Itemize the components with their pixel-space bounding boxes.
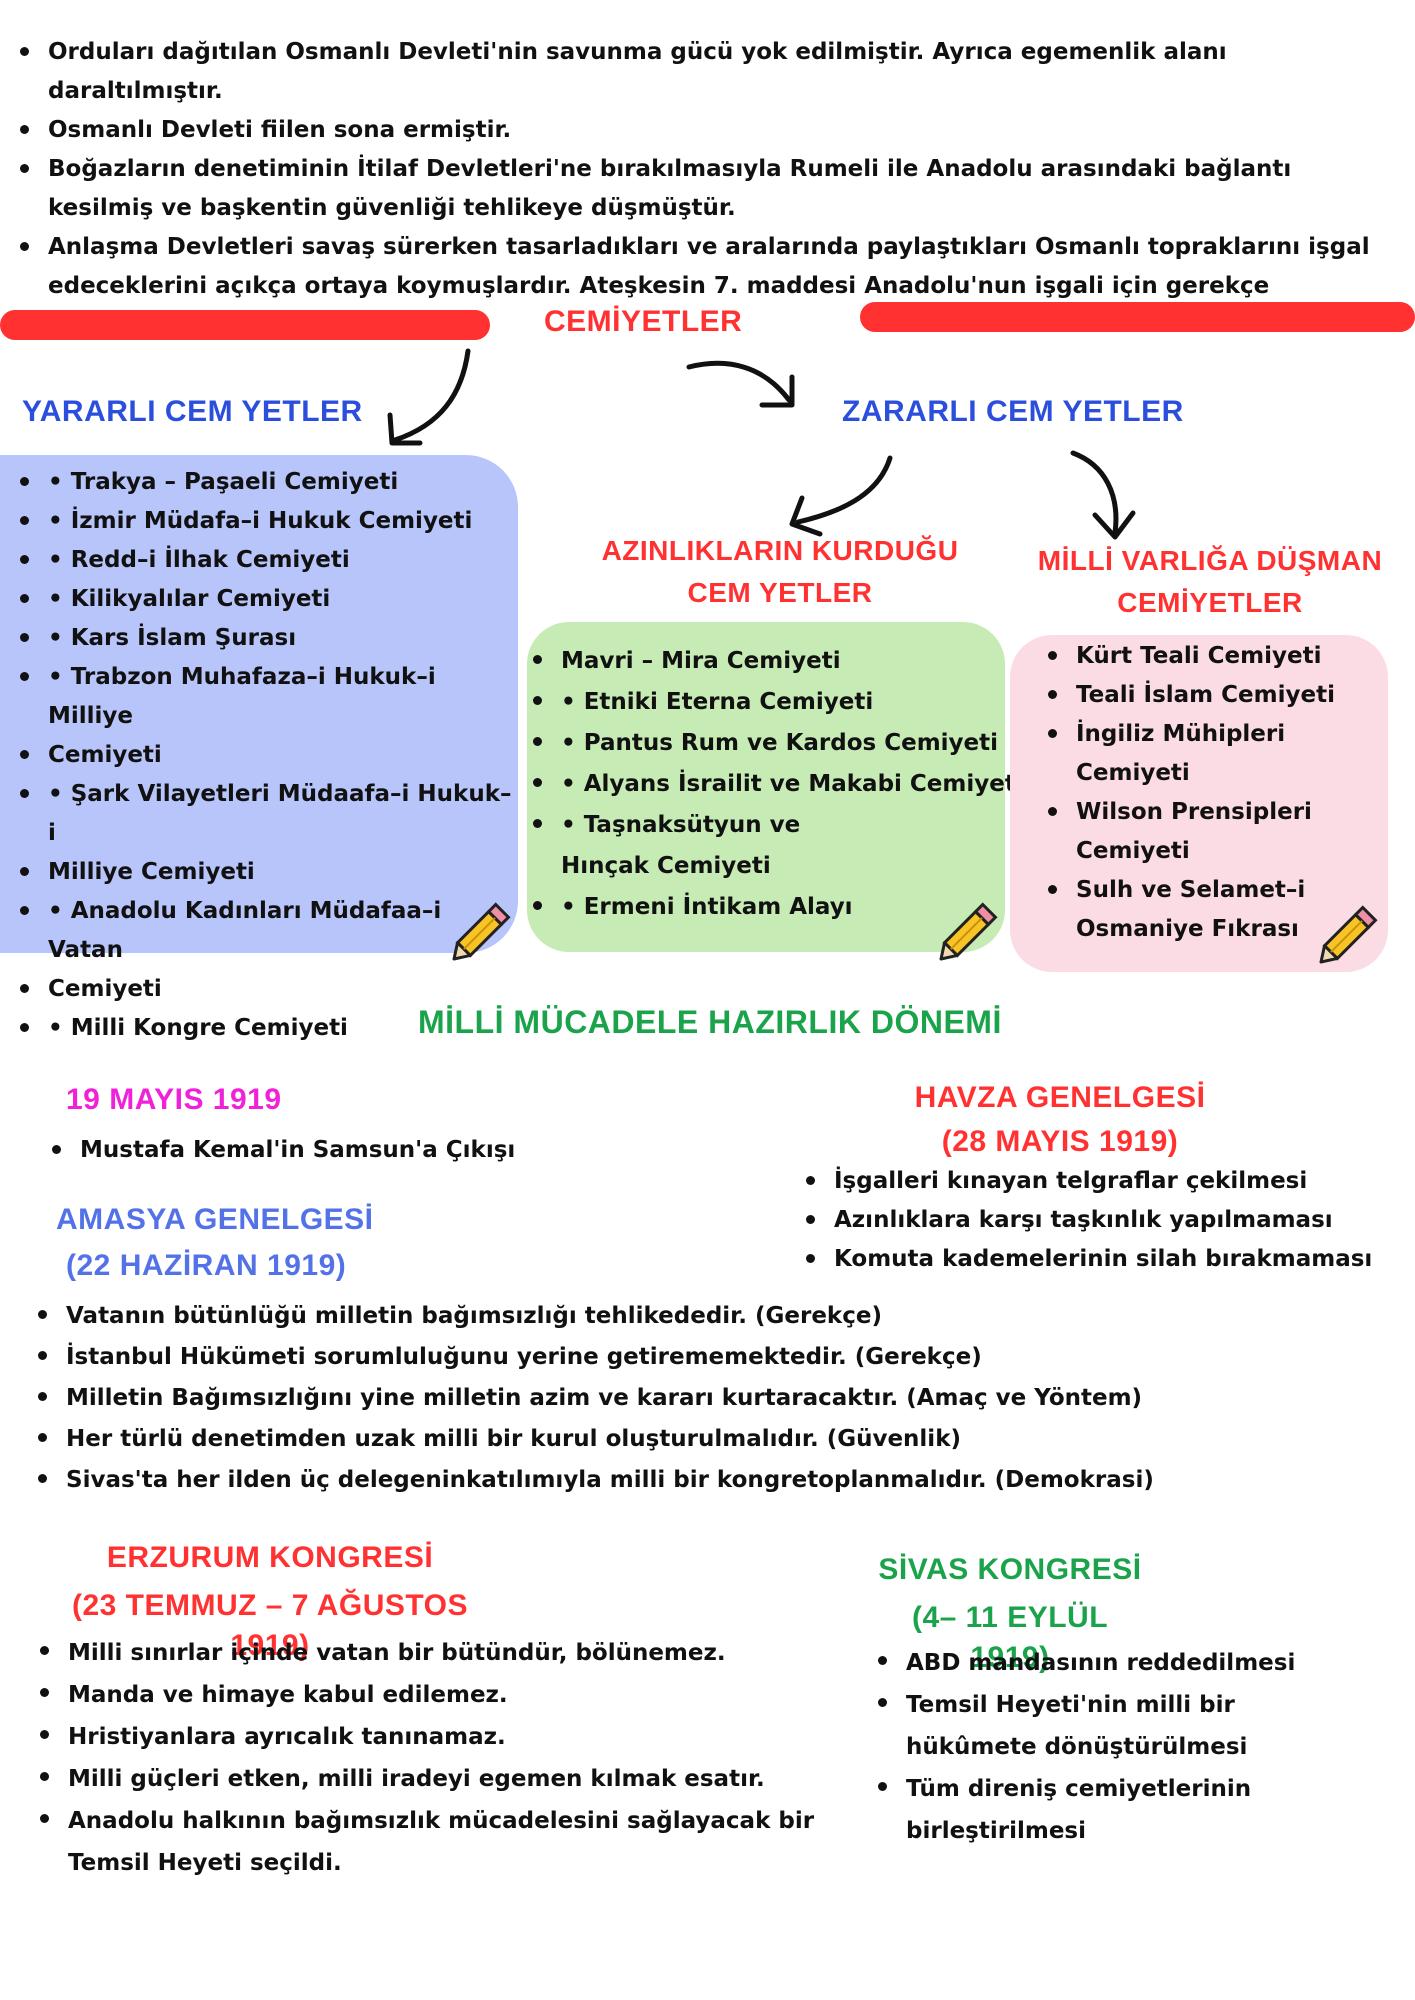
- list-item: • Kilikyalılar Cemiyeti: [14, 580, 514, 619]
- amasya-list: Vatanın bütünlüğü milletin bağımsızlığı …: [32, 1296, 1402, 1501]
- zararli-title: ZARARLI CEM YETLER: [842, 395, 1184, 428]
- list-item: Vatanın bütünlüğü milletin bağımsızlığı …: [32, 1296, 1402, 1337]
- azinlik-box: [527, 622, 1005, 952]
- list-item: Komuta kademelerinin silah bırakmaması: [800, 1240, 1410, 1279]
- list-item: • Redd–i İlhak Cemiyeti: [14, 541, 514, 580]
- list-item: Hristiyanlara ayrıcalık tanınamaz.: [34, 1716, 864, 1758]
- list-item: Azınlıklara karşı taşkınlık yapılmaması: [800, 1201, 1410, 1240]
- list-item: • Milli Kongre Cemiyeti: [14, 1009, 514, 1048]
- azinlik-title: AZINLIKLARIN KURDUĞU CEM YETLER: [601, 535, 959, 608]
- list-item: • Kars İslam Şurası: [14, 619, 514, 658]
- list-item: İngiliz Mühipleri Cemiyeti: [1042, 715, 1286, 793]
- list-item: • Alyans İsrailit ve Makabi Cemiyeti: [527, 764, 1027, 805]
- milli-dusman-list: Kürt Teali Cemiyeti Teali İslam Cemiyeti…: [1042, 637, 1342, 949]
- list-item: • Etniki Eterna Cemiyeti: [527, 682, 1027, 723]
- milli-dusman-title: MİLLİ VARLIĞA DÜŞMAN CEMİYETLER: [1037, 545, 1383, 618]
- pencil-icon: [939, 902, 998, 961]
- azinlik-list: Mavri – Mira Cemiyeti • Etniki Eterna Ce…: [527, 641, 1027, 928]
- list-item: Milli sınırlar içinde vatan bir bütündür…: [34, 1632, 864, 1674]
- list-item: Tüm direniş cemiyetlerinin birleştirilme…: [872, 1768, 1312, 1852]
- arrow-to-zararli-icon: [686, 360, 795, 408]
- list-item: Manda ve himaye kabul edilemez.: [34, 1674, 864, 1716]
- list-item: • Şark Vilayetleri Müdaafa–i Hukuk–i: [14, 775, 514, 853]
- list-item: Temsil Heyeti'nin milli bir hükûmete dön…: [872, 1684, 1312, 1768]
- list-item: • Taşnaksütyun ve Hınçak Cemiyeti: [527, 805, 891, 887]
- list-item: Wilson Prensipleri Cemiyeti: [1042, 793, 1316, 871]
- right-red-bar: [860, 302, 1415, 332]
- arrow-to-milli-dusman-icon: [1070, 450, 1136, 540]
- list-item: • Ermeni İntikam Alayı: [527, 887, 1027, 928]
- yararli-box: [0, 455, 518, 953]
- list-item: • Anadolu Kadınları Müdafaa–i Vatan: [14, 892, 514, 970]
- left-red-bar: [0, 310, 490, 340]
- list-item: Anlaşma Devletleri savaş sürerken tasarl…: [14, 228, 1404, 345]
- sivas-list: ABD mandasının reddedilmesi Temsil Heyet…: [872, 1642, 1312, 1852]
- erzurum-list: Milli sınırlar içinde vatan bir bütündür…: [34, 1632, 864, 1884]
- pencil-icon: [1319, 905, 1378, 964]
- list-item: Cemiyeti: [14, 736, 514, 775]
- yararli-title: YARARLI CEM YETLER: [22, 395, 363, 428]
- intro-list: Orduları dağıtılan Osmanlı Devleti'nin s…: [14, 33, 1404, 345]
- list-item: ABD mandasının reddedilmesi: [872, 1642, 1312, 1684]
- list-item: Milletin Bağımsızlığını yine milletin az…: [32, 1378, 1402, 1419]
- list-item: Osmanlı Devleti fiilen sona ermiştir.: [14, 111, 1404, 150]
- list-item: • Trakya – Paşaeli Cemiyeti: [14, 463, 514, 502]
- arrow-to-yararli-icon: [387, 348, 471, 446]
- samsun-list: Mustafa Kemal'in Samsun'a Çıkışı: [46, 1131, 746, 1170]
- list-item: Milli güçleri etken, milli iradeyi egeme…: [34, 1758, 864, 1800]
- arrow-to-azinlik-icon: [789, 455, 893, 537]
- pencil-icon: [452, 902, 511, 961]
- list-item: Her türlü denetimden uzak milli bir kuru…: [32, 1419, 1402, 1460]
- list-item: Mustafa Kemal'in Samsun'a Çıkışı: [46, 1131, 746, 1170]
- list-item: İşgalleri kınayan telgraflar çekilmesi: [800, 1162, 1410, 1201]
- list-item: Anadolu halkının bağımsızlık mücadelesin…: [34, 1800, 864, 1884]
- list-item: Teali İslam Cemiyeti: [1042, 676, 1342, 715]
- list-item: • Pantus Rum ve Kardos Cemiyeti: [527, 723, 1027, 764]
- list-item: Cemiyeti: [14, 970, 514, 1009]
- list-item: Sulh ve Selamet–i Osmaniye Fıkrası: [1042, 871, 1316, 949]
- list-item: İstanbul Hükümeti sorumluluğunu yerine g…: [32, 1337, 1402, 1378]
- list-item: Milliye Cemiyeti: [14, 853, 514, 892]
- amasya-title: AMASYA GENELGESİ (22 HAZİRAN 1919): [56, 1203, 374, 1282]
- erzurum-title: ERZURUM KONGRESİ (23 TEMMUZ – 7 AĞUSTOS …: [71, 1541, 469, 1662]
- list-item: • İzmir Müdafa–i Hukuk Cemiyeti: [14, 502, 514, 541]
- havza-title: HAVZA GENELGESİ (28 MAYIS 1919): [914, 1081, 1206, 1158]
- yararli-list: • Trakya – Paşaeli Cemiyeti • İzmir Müda…: [14, 463, 514, 1048]
- list-item: Kürt Teali Cemiyeti: [1042, 637, 1342, 676]
- samsun-date: 19 MAYIS 1919: [66, 1083, 282, 1116]
- list-item: • Trabzon Muhafaza–i Hukuk–i Milliye: [14, 658, 514, 736]
- sivas-title: SİVAS KONGRESİ (4– 11 EYLÜL 1919): [878, 1553, 1142, 1674]
- list-item: Mavri – Mira Cemiyeti: [527, 641, 1027, 682]
- hazirlik-title: MİLLİ MÜCADELE HAZIRLIK DÖNEMİ: [418, 1004, 1002, 1040]
- havza-list: İşgalleri kınayan telgraflar çekilmesi A…: [800, 1162, 1410, 1279]
- list-item: Sivas'ta her ilden üç delegeninkatılımıy…: [32, 1460, 1402, 1501]
- cemiyetler-title: CEMİYETLER: [544, 305, 743, 338]
- list-item: Boğazların denetiminin İtilaf Devletleri…: [14, 150, 1404, 228]
- milli-dusman-box: [1010, 635, 1388, 972]
- list-item: Orduları dağıtılan Osmanlı Devleti'nin s…: [14, 33, 1404, 111]
